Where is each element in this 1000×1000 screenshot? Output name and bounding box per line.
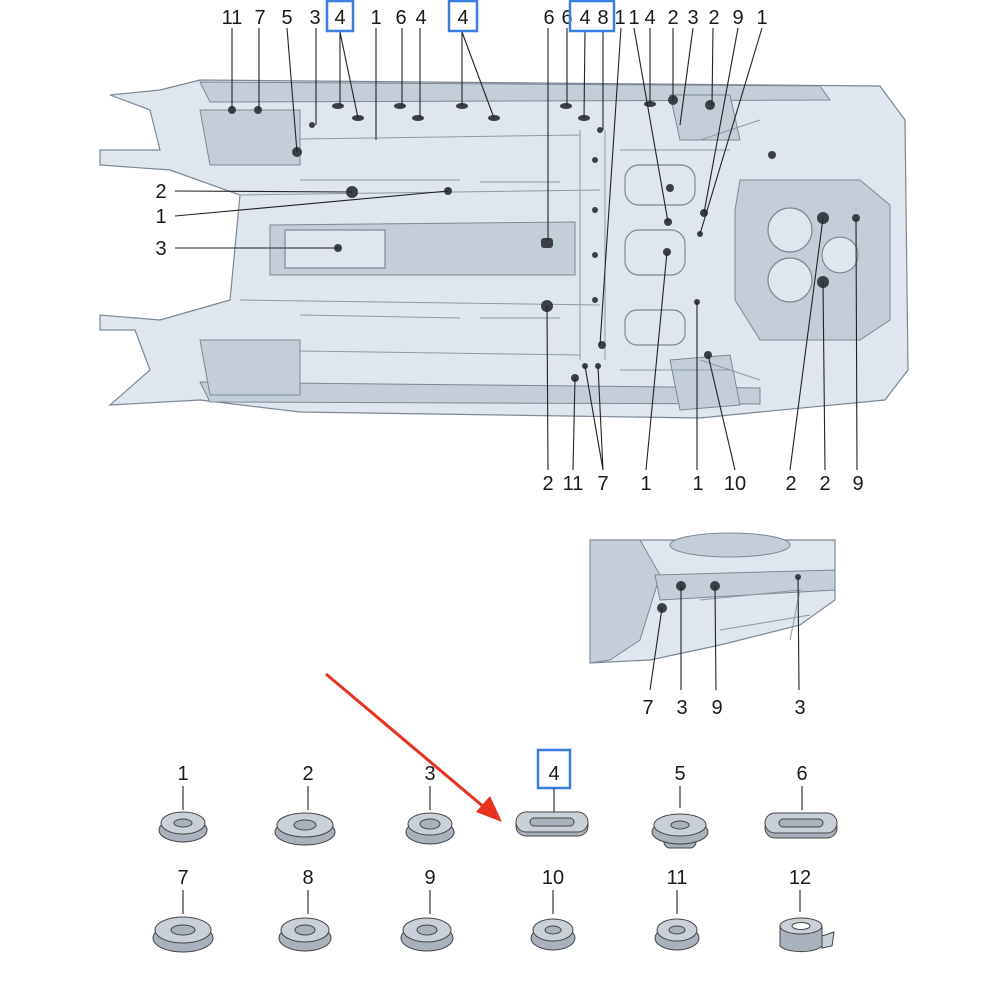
callout-label: 1 — [155, 206, 166, 228]
callout-label: 11 — [563, 473, 584, 495]
part-6-oval-plug — [764, 812, 838, 839]
pointer-arrow — [325, 672, 502, 822]
callout-label: 3 — [687, 7, 698, 29]
part-2-plug — [274, 812, 336, 846]
callout-label: 9 — [852, 473, 863, 495]
callout-label: 8 — [597, 7, 608, 29]
part-4-oval-plug — [515, 811, 589, 837]
callout-label: 5 — [281, 7, 292, 29]
callout-label: 1 — [370, 7, 381, 29]
part-number: 7 — [177, 867, 188, 889]
callout-label: 3 — [676, 697, 687, 719]
callout-label: 7 — [597, 473, 608, 495]
callout-label: 4 — [644, 7, 655, 29]
callout-label: 1 — [628, 7, 639, 29]
part-8-plug — [278, 917, 332, 952]
part-number: 10 — [542, 867, 564, 889]
top-view-leaders — [174, 27, 858, 471]
callout-label: 4 — [334, 7, 345, 29]
callout-label: 2 — [819, 473, 830, 495]
callout-label: 3 — [794, 697, 805, 719]
detail-view: 7 3 9 3 — [589, 532, 836, 719]
callout-label: 2 — [542, 473, 553, 495]
part-number: 9 — [424, 867, 435, 889]
parts-legend: 1 2 3 4 5 — [152, 748, 838, 953]
top-view-left-labels: 2 1 3 — [155, 181, 166, 260]
part-5-plug — [651, 813, 709, 849]
highlight-box — [325, 0, 355, 33]
callout-label: 4 — [457, 7, 468, 29]
top-view-bottom-labels: 2 11 7 1 1 10 2 2 9 — [542, 473, 863, 495]
part-number: 12 — [789, 867, 811, 889]
part-10-plug — [530, 918, 576, 951]
highlight-box — [568, 0, 616, 33]
callout-label: 1 — [756, 7, 767, 29]
part-7-plug — [152, 916, 214, 953]
part-number: 2 — [302, 763, 313, 785]
part-number: 6 — [796, 763, 807, 785]
part-number: 11 — [667, 867, 688, 889]
callout-label: 4 — [579, 7, 590, 29]
callout-label: 6 — [543, 7, 554, 29]
callout-label: 9 — [732, 7, 743, 29]
callout-label: 7 — [254, 7, 265, 29]
part-number: 3 — [424, 763, 435, 785]
callout-label: 4 — [415, 7, 426, 29]
callout-label: 3 — [155, 238, 166, 260]
callout-label: 1 — [640, 473, 651, 495]
callout-label: 6 — [561, 7, 572, 29]
part-number: 1 — [177, 763, 188, 785]
callout-label: 11 — [222, 7, 243, 29]
part-number: 4 — [548, 763, 559, 785]
callout-label: 2 — [708, 7, 719, 29]
callout-label: 6 — [395, 7, 406, 29]
callout-label: 9 — [711, 697, 722, 719]
part-12-tape-roll — [779, 917, 835, 953]
underbody-top-view — [99, 79, 909, 419]
callout-label: 2 — [667, 7, 678, 29]
top-view-top-labels: 11 7 5 3 4 1 6 4 4 6 6 4 8 1 1 4 2 3 2 9… — [222, 7, 768, 29]
part-1-plug — [158, 811, 208, 843]
callout-label: 7 — [642, 697, 653, 719]
part-3-plug — [405, 812, 455, 845]
callout-label: 1 — [614, 7, 625, 29]
part-11-plug — [654, 918, 700, 951]
callout-label: 1 — [692, 473, 703, 495]
highlight-box — [447, 0, 479, 33]
callout-label: 10 — [724, 473, 746, 495]
part-number: 8 — [302, 867, 313, 889]
callout-label: 2 — [155, 181, 166, 203]
part-number: 5 — [674, 763, 685, 785]
part-9-plug — [400, 917, 454, 952]
callout-label: 2 — [785, 473, 796, 495]
callout-label: 3 — [309, 7, 320, 29]
